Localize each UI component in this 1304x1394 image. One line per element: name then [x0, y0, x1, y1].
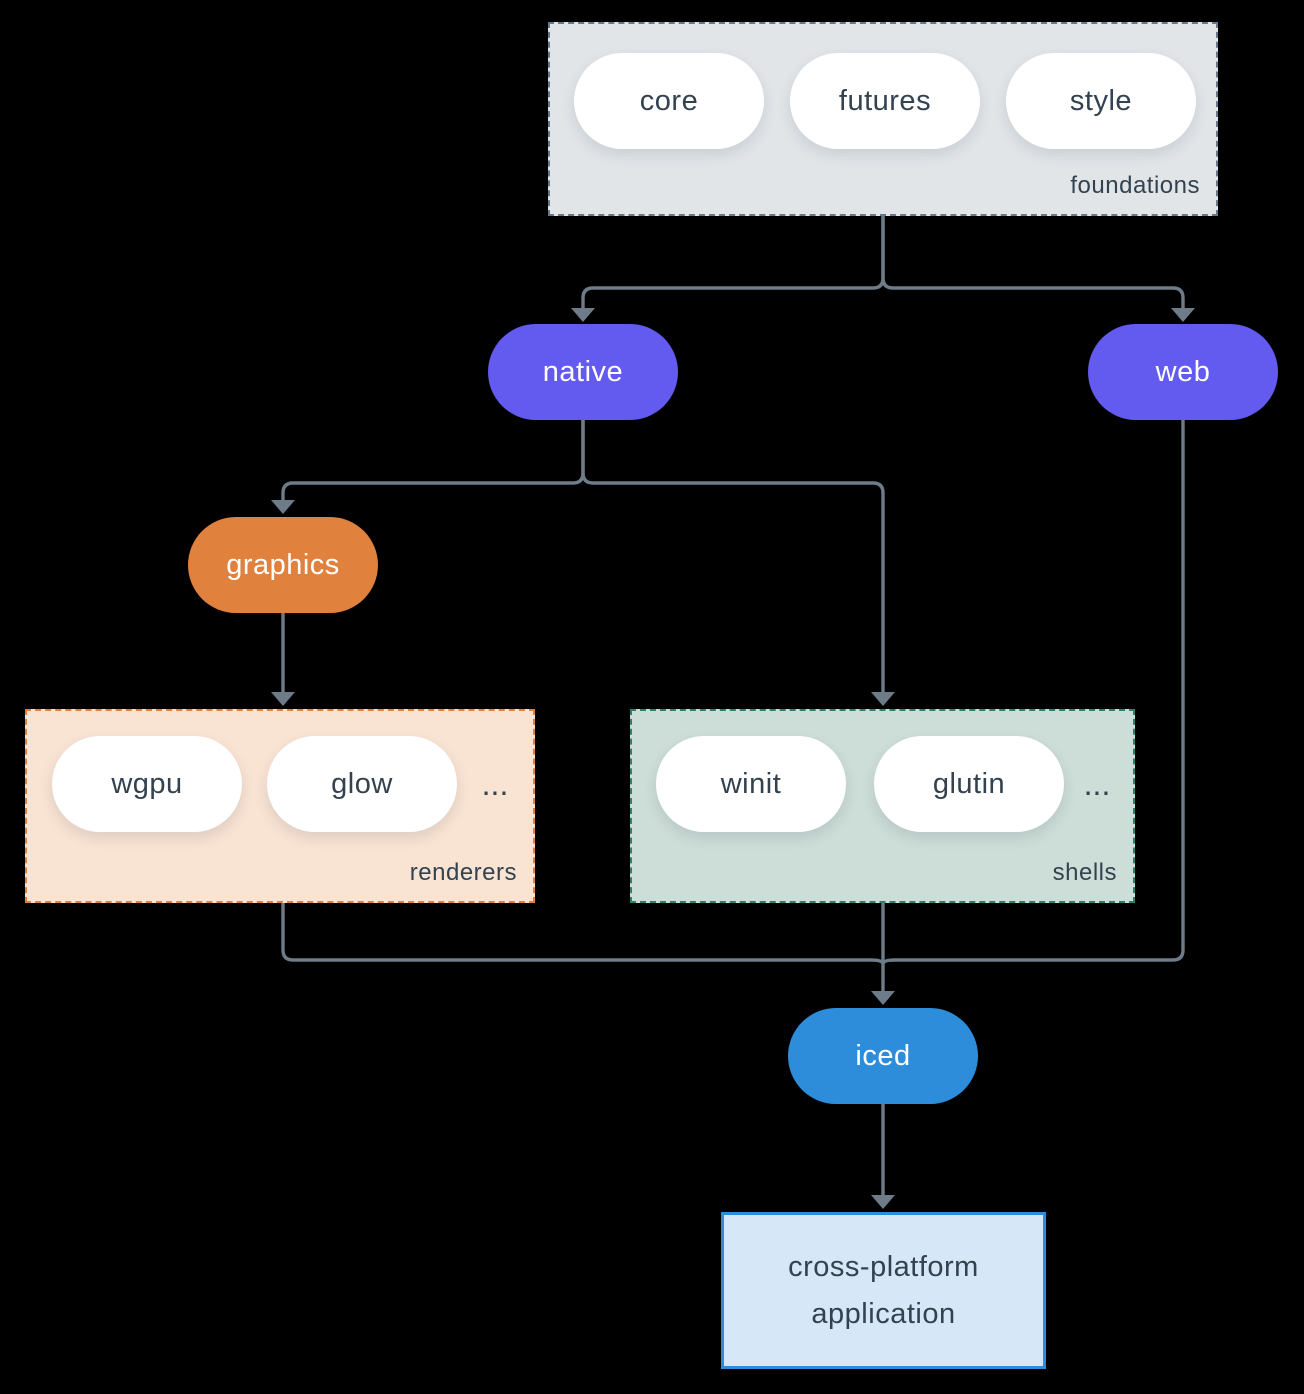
arrowhead-renderers — [271, 692, 295, 706]
pill-glow: glow — [267, 736, 457, 832]
pill-glutin: glutin — [874, 736, 1064, 832]
arrowhead-web — [1171, 308, 1195, 322]
pill-wgpu: wgpu — [52, 736, 242, 832]
pill-winit: winit — [656, 736, 846, 832]
edge-native-shells — [581, 420, 885, 693]
pill-futures: futures — [790, 53, 980, 149]
application-label-line2: application — [811, 1297, 956, 1330]
renderers-label: renderers — [409, 859, 517, 886]
arrowhead-native — [571, 308, 595, 322]
arrowhead-graphics — [271, 500, 295, 514]
application-box: cross-platform application — [721, 1212, 1046, 1369]
edge-foundations-web — [881, 216, 1185, 309]
shells-group: winit glutin ... shells — [630, 709, 1135, 903]
node-graphics: graphics — [188, 517, 378, 613]
edge-web-iced — [881, 420, 1185, 965]
renderers-group: wgpu glow ... renderers — [25, 709, 535, 903]
edge-native-graphics — [281, 420, 585, 501]
arrowhead-shells — [871, 692, 895, 706]
shells-ellipsis: ... — [1083, 765, 1111, 802]
shells-label: shells — [1052, 859, 1117, 886]
node-iced: iced — [788, 1008, 978, 1104]
node-native: native — [488, 324, 678, 420]
foundations-label: foundations — [1070, 172, 1200, 199]
edge-renderers-iced — [281, 903, 885, 965]
foundations-group: core futures style foundations — [548, 22, 1218, 216]
pill-style: style — [1006, 53, 1196, 149]
application-label-line1: cross-platform — [788, 1250, 979, 1283]
arrowhead-iced — [871, 991, 895, 1005]
pill-core: core — [574, 53, 764, 149]
renderers-ellipsis: ... — [481, 765, 509, 802]
edge-foundations-native — [581, 216, 885, 309]
node-web: web — [1088, 324, 1278, 420]
arrowhead-application — [871, 1195, 895, 1209]
